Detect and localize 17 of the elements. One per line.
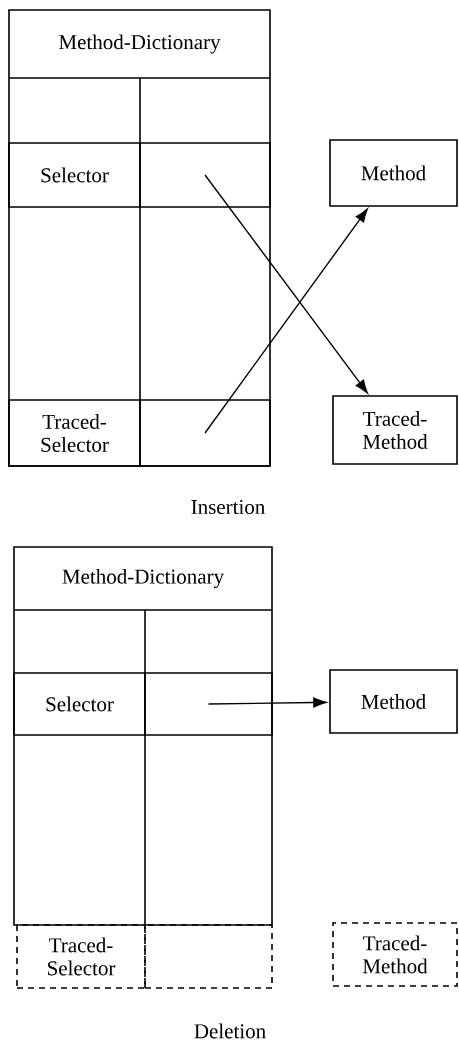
method-box: Traced- Method bbox=[332, 395, 458, 465]
method-box: Method bbox=[329, 669, 458, 734]
dashed-box: Traced- Method bbox=[332, 922, 458, 987]
table-cell bbox=[139, 142, 271, 208]
table-cell bbox=[139, 399, 271, 467]
table-cell: Traced- Selector bbox=[8, 399, 141, 467]
method-box: Method bbox=[329, 139, 458, 207]
table-cell: Selector bbox=[13, 672, 146, 736]
arrow bbox=[204, 208, 368, 434]
arrow bbox=[207, 697, 327, 708]
dashed-cell bbox=[144, 924, 273, 989]
caption-text: Insertion bbox=[191, 499, 265, 515]
arrow bbox=[204, 174, 368, 394]
caption-text: Deletion bbox=[194, 1023, 266, 1039]
dashed-box: Traced- Selector bbox=[16, 924, 146, 989]
table-cell: Selector bbox=[8, 142, 141, 208]
table-cell bbox=[144, 672, 273, 736]
